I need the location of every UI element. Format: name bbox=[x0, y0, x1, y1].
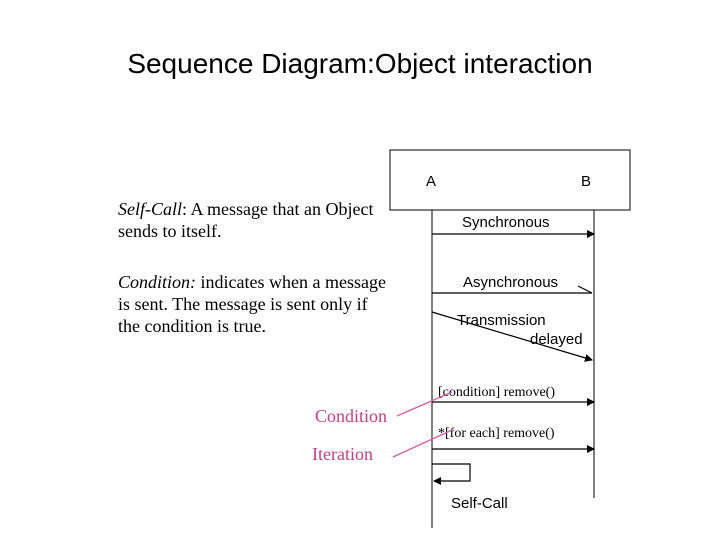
iteration-callout-label: Iteration bbox=[312, 444, 373, 464]
object-a-label: A bbox=[426, 173, 436, 190]
delayed-arrow bbox=[431, 311, 593, 362]
iteration-message-label: *[for each] remove() bbox=[438, 426, 555, 441]
synchronous-label: Synchronous bbox=[462, 214, 550, 231]
selfcall-term: Self-Call bbox=[118, 199, 182, 219]
selfcall-text: : A message that an Object sends to itse… bbox=[118, 199, 374, 241]
asynchronous-arrow bbox=[432, 285, 593, 294]
selfcall-arrow bbox=[432, 463, 471, 485]
condition-message-label: [condition] remove() bbox=[438, 385, 555, 400]
condition-callout-label: Condition bbox=[315, 406, 388, 426]
condition-text: indicates when a message is sent. The me… bbox=[118, 272, 386, 336]
condition-term: Condition: bbox=[118, 272, 197, 292]
object-b-label: B bbox=[581, 173, 591, 190]
condition-callout-line bbox=[396, 391, 453, 417]
asynchronous-label: Asynchronous bbox=[463, 274, 558, 291]
delayed-label-line2: delayed bbox=[530, 331, 583, 348]
object-header bbox=[389, 149, 631, 211]
iteration-callout-line bbox=[392, 429, 453, 458]
selfcall-description: Self-Call: A message that an Object send… bbox=[118, 198, 378, 242]
page-title: Sequence Diagram:Object interaction bbox=[127, 48, 593, 79]
delayed-label-line1: Transmission bbox=[457, 312, 546, 329]
selfcall-label: Self-Call bbox=[451, 495, 508, 512]
condition-description: Condition: indicates when a message is s… bbox=[118, 271, 388, 337]
